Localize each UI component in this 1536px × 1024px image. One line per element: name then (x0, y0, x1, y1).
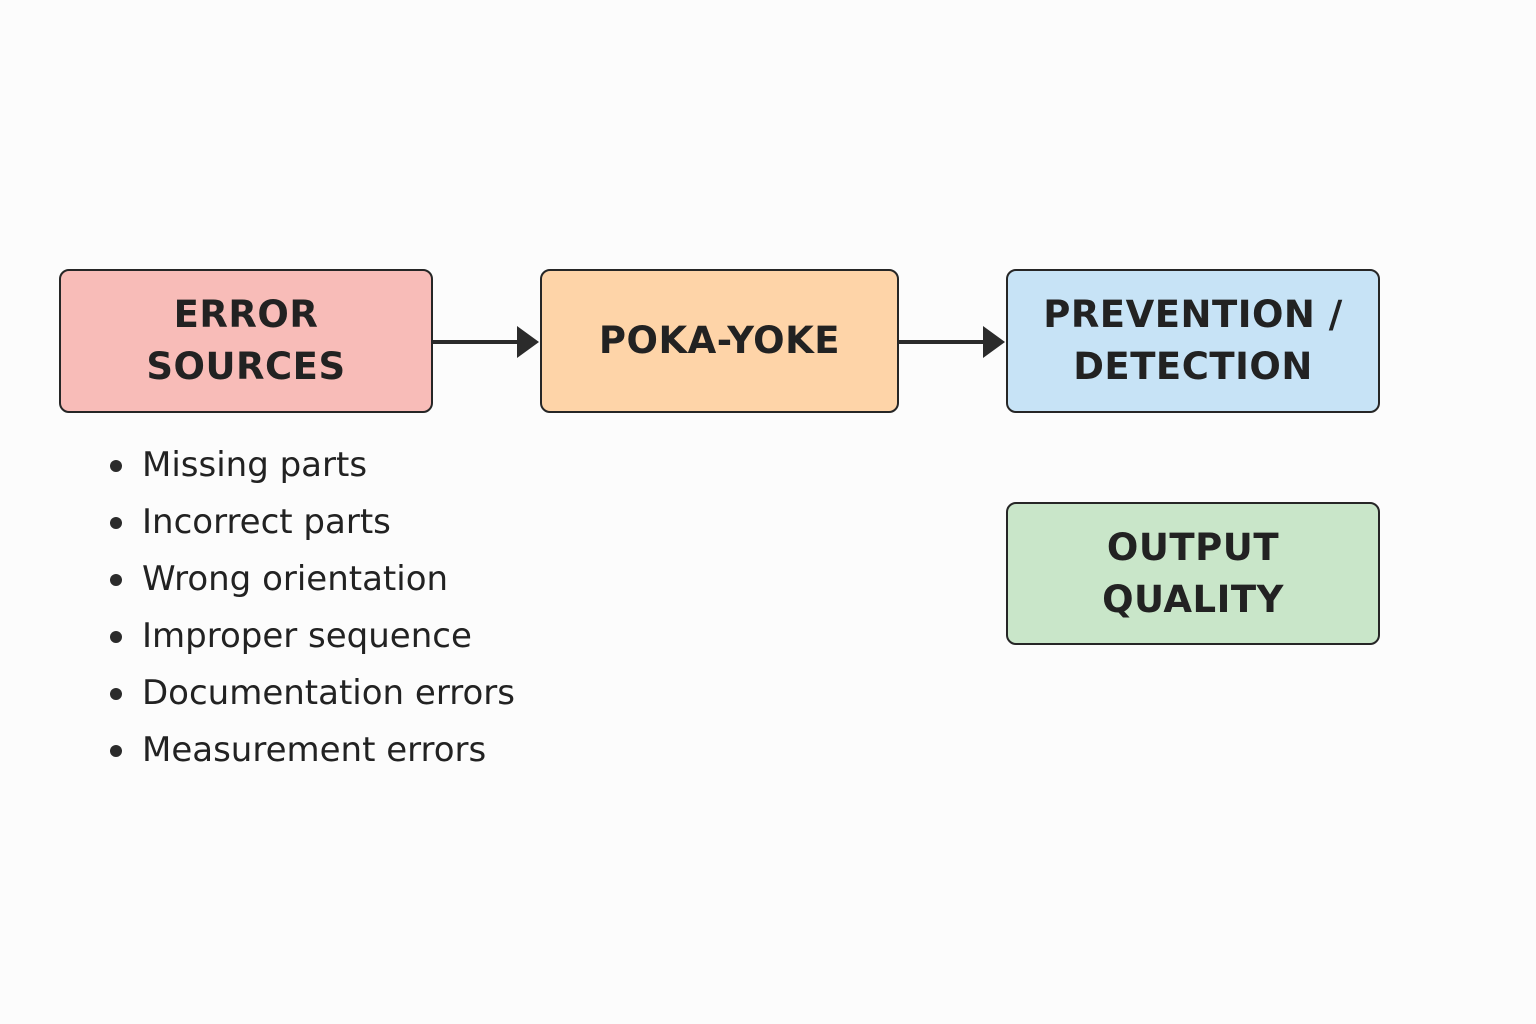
error-sources-label-line2: SOURCES (146, 345, 346, 388)
list-item-text: Incorrect parts (142, 502, 391, 542)
arrow-head-icon (983, 326, 1005, 358)
list-item-text: Measurement errors (142, 730, 487, 770)
error-sources-box: ERROR SOURCES (59, 269, 433, 413)
list-item: Documentation errors (108, 665, 515, 722)
list-item-text: Missing parts (142, 445, 368, 485)
list-item: Missing parts (108, 437, 515, 494)
prevention-detection-box: PREVENTION / DETECTION (1006, 269, 1380, 413)
list-item-text: Improper sequence (142, 616, 472, 656)
bullet-icon (110, 688, 122, 700)
output-quality-label-line1: OUTPUT (1106, 525, 1280, 569)
output-quality-box: OUTPUT QUALITY (1006, 502, 1380, 645)
prevention-detection-label-line1: PREVENTION / (1043, 293, 1343, 336)
bullet-icon (110, 517, 122, 529)
output-quality-label-line2: QUALITY (1102, 577, 1284, 621)
error-sources-list: Missing parts Incorrect parts Wrong orie… (108, 437, 515, 779)
bullet-icon (110, 460, 122, 472)
poka-yoke-label: POKA-YOKE (598, 319, 841, 362)
list-item-text: Documentation errors (142, 673, 515, 713)
bullet-icon (110, 574, 122, 586)
prevention-detection-label-line2: DETECTION (1073, 345, 1313, 388)
arrow-shaft (899, 340, 985, 344)
list-item: Measurement errors (108, 722, 515, 779)
poka-yoke-box: POKA-YOKE (540, 269, 899, 413)
list-item: Improper sequence (108, 608, 515, 665)
bullet-icon (110, 745, 122, 757)
bullet-icon (110, 631, 122, 643)
list-item: Incorrect parts (108, 494, 515, 551)
arrow-shaft (433, 340, 519, 344)
list-item-text: Wrong orientation (142, 559, 449, 599)
list-item: Wrong orientation (108, 551, 515, 608)
arrow-head-icon (517, 326, 539, 358)
error-sources-label-line1: ERROR (173, 293, 319, 336)
